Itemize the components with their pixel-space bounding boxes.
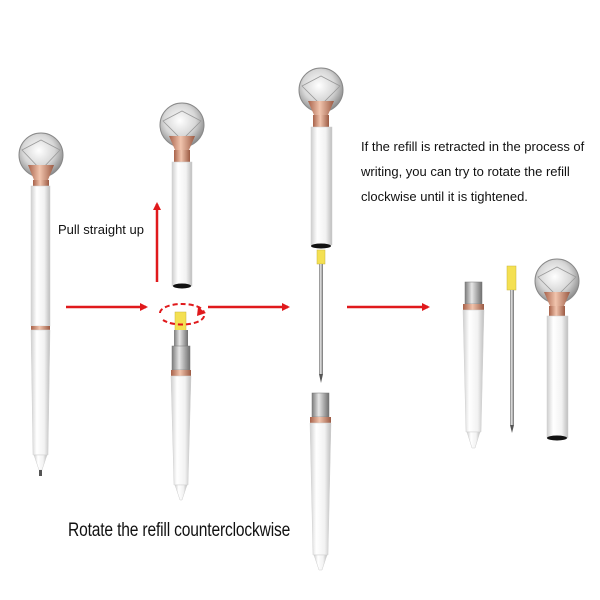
- pull-straight-up-label: Pull straight up: [58, 222, 144, 237]
- diamond-top-icon: [298, 67, 344, 115]
- diamond-top-icon: [18, 132, 64, 180]
- circular-rotate-arrow-icon: [159, 303, 206, 326]
- pen-disassembled-refill: [298, 67, 344, 571]
- pen-cap-pulled: [159, 102, 205, 289]
- parts-cap: [534, 258, 580, 441]
- diamond-top-icon: [159, 102, 205, 150]
- pen-lower-body: [170, 311, 192, 501]
- refill-instruction-text: If the refill is retracted in the proces…: [361, 139, 585, 204]
- parts-refill: [506, 265, 517, 433]
- diamond-top-icon: [534, 258, 580, 306]
- parts-lower-body: [462, 281, 485, 449]
- pen-assembled: [18, 132, 64, 476]
- rotate-refill-label: Rotate the refill counterclockwise: [68, 520, 291, 541]
